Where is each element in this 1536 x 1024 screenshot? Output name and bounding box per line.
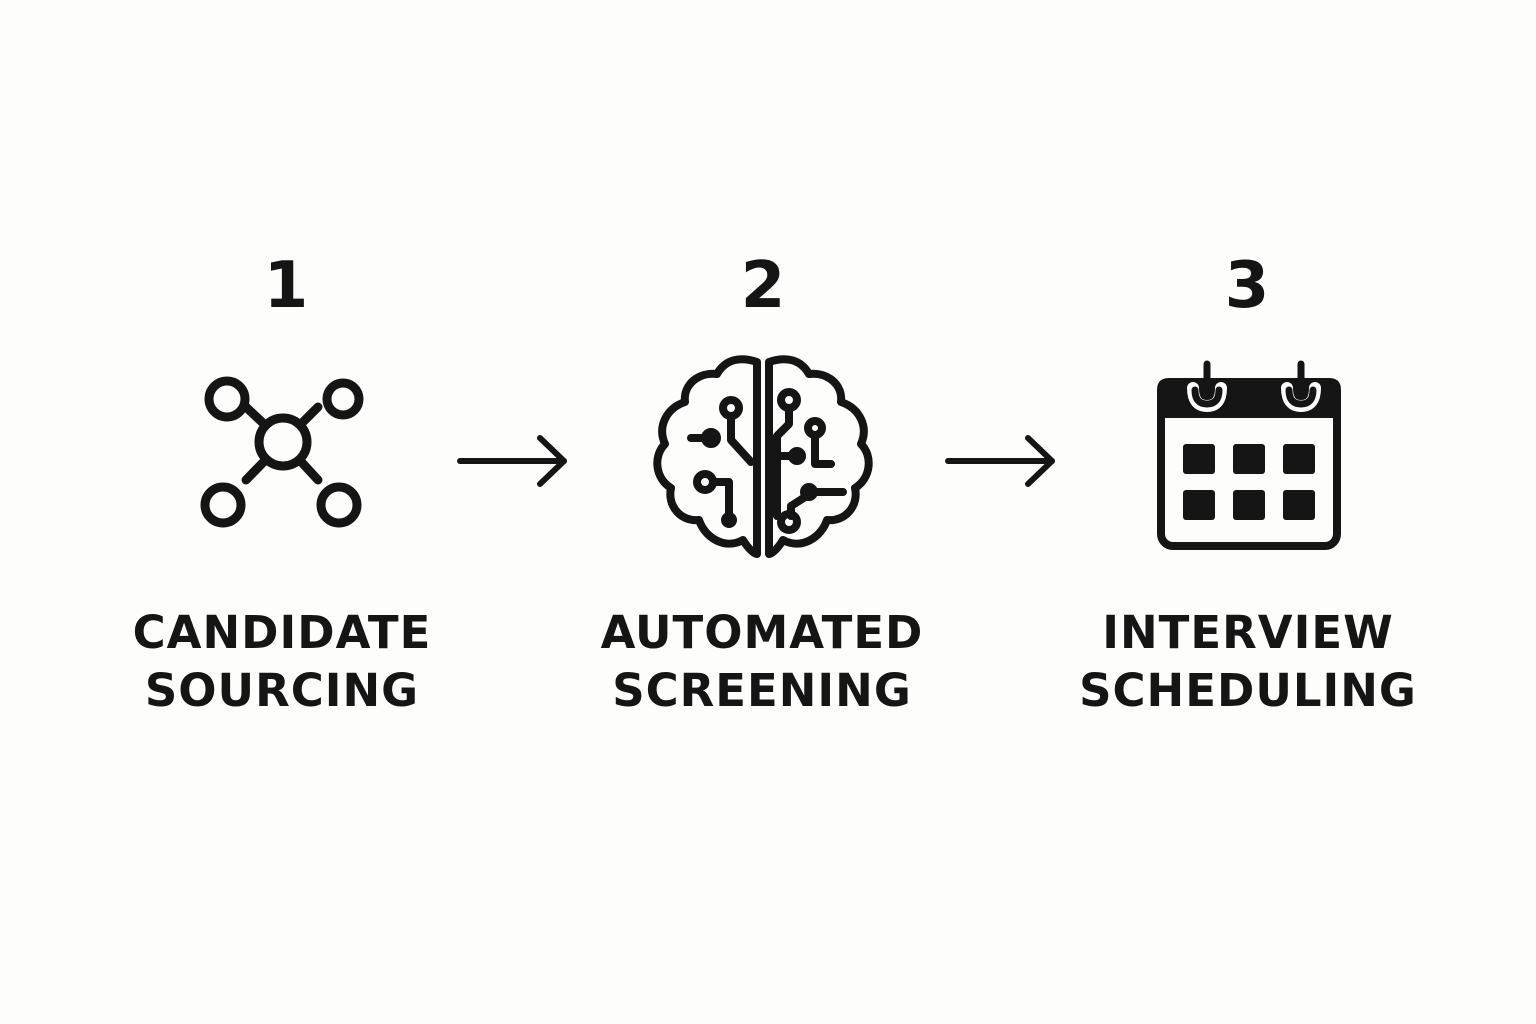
step-2-label: AUTOMATED SCREENING <box>542 604 982 720</box>
calendar-icon <box>1129 340 1369 580</box>
step-3-label-line2: SCHEDULING <box>1079 664 1417 717</box>
step-1-label-line1: CANDIDATE <box>132 606 432 659</box>
arrow-right-icon <box>452 430 572 490</box>
step-2-label-line1: AUTOMATED <box>600 606 924 659</box>
step-3-label-line1: INTERVIEW <box>1102 606 1394 659</box>
step-2-label-line2: SCREENING <box>612 664 912 717</box>
step-1-number: 1 <box>263 249 309 323</box>
brain-circuit-icon <box>643 340 883 580</box>
step-2-number: 2 <box>740 249 786 323</box>
step-3-number: 3 <box>1224 249 1270 323</box>
step-1-label: CANDIDATE SOURCING <box>62 604 502 720</box>
step-1-label-line2: SOURCING <box>144 664 420 717</box>
network-icon <box>166 340 406 580</box>
step-3-label: INTERVIEW SCHEDULING <box>1028 604 1468 720</box>
arrow-right-icon <box>940 430 1060 490</box>
